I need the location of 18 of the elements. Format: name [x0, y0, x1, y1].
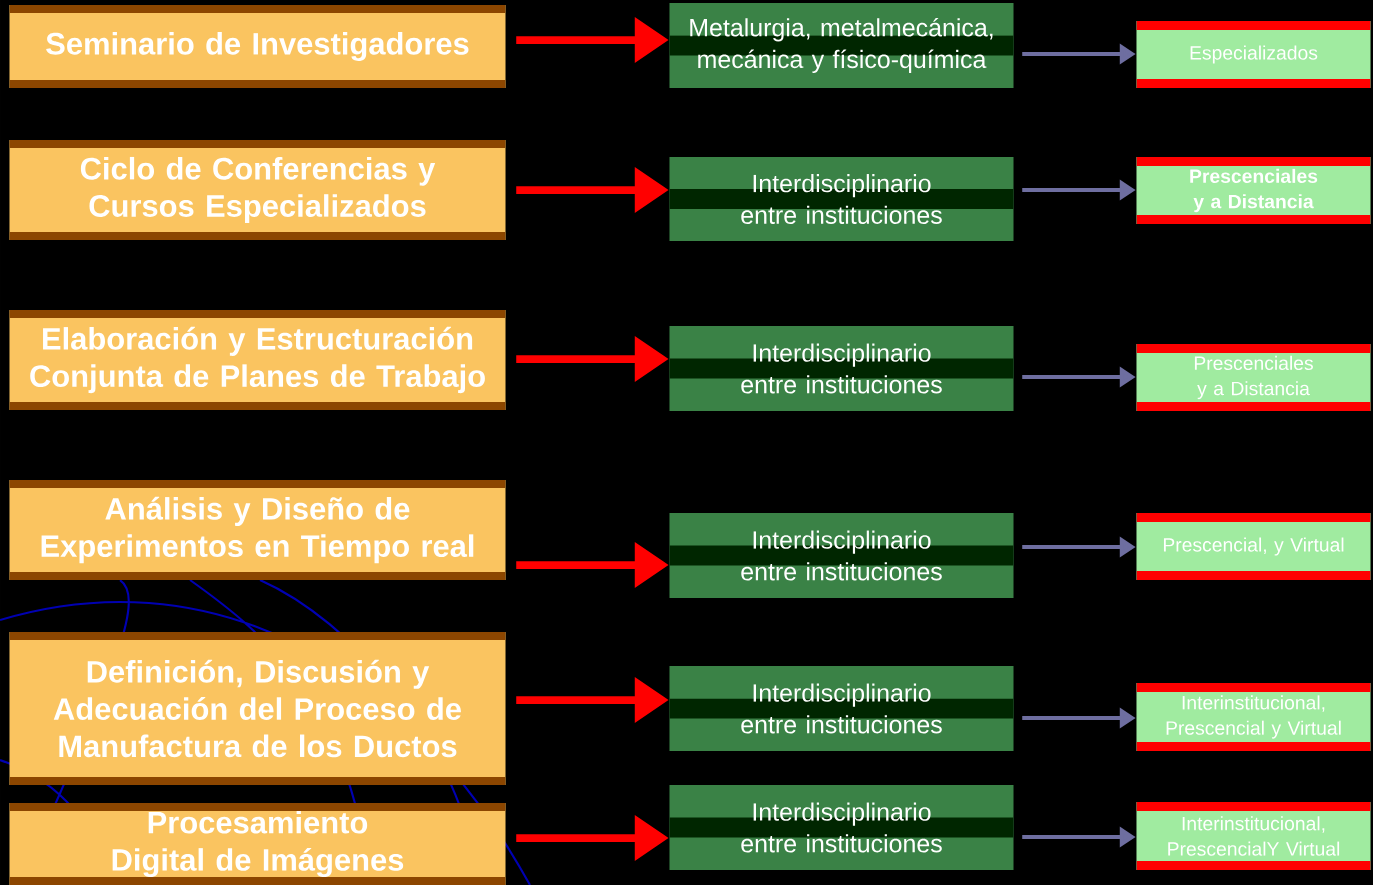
activity-box: Definición, Discusión y Adecuación del Proceso de Manufactura de los Ductos — [9, 632, 506, 785]
scope-box: Interdisciplinario entre instituciones — [669, 157, 1014, 241]
scope-box: Interdisciplinario entre instituciones — [669, 785, 1014, 870]
activity-box: Análisis y Diseño de Experimentos en Tiempo real — [9, 480, 506, 580]
modality-box: Interinstitucional, PrescencialY Virtual — [1136, 802, 1371, 870]
activity-box: Elaboración y Estructuración Conjunta de Planes de Trabajo — [9, 310, 506, 410]
scope-box: Metalurgia, metalmecánica, mecánica y físico-química — [669, 3, 1014, 88]
activity-box: Ciclo de Conferencias y Cursos Especializados — [9, 140, 506, 240]
scope-box: Interdisciplinario entre instituciones — [669, 666, 1014, 751]
modality-box: Prescencial, y Virtual — [1136, 513, 1371, 580]
activity-box: Seminario de Investigadores — [9, 5, 506, 88]
activity-box: Procesamiento Digital de Imágenes — [9, 803, 506, 885]
scope-box: Interdisciplinario entre instituciones — [669, 326, 1014, 411]
modality-box: Interinstitucional, Prescencial y Virtual — [1136, 683, 1371, 751]
modality-box: Especializados — [1136, 21, 1371, 88]
modality-box: Prescenciales y a Distancia — [1136, 157, 1371, 224]
modality-box: Prescenciales y a Distancia — [1136, 344, 1371, 411]
scope-box: Interdisciplinario entre instituciones — [669, 513, 1014, 598]
